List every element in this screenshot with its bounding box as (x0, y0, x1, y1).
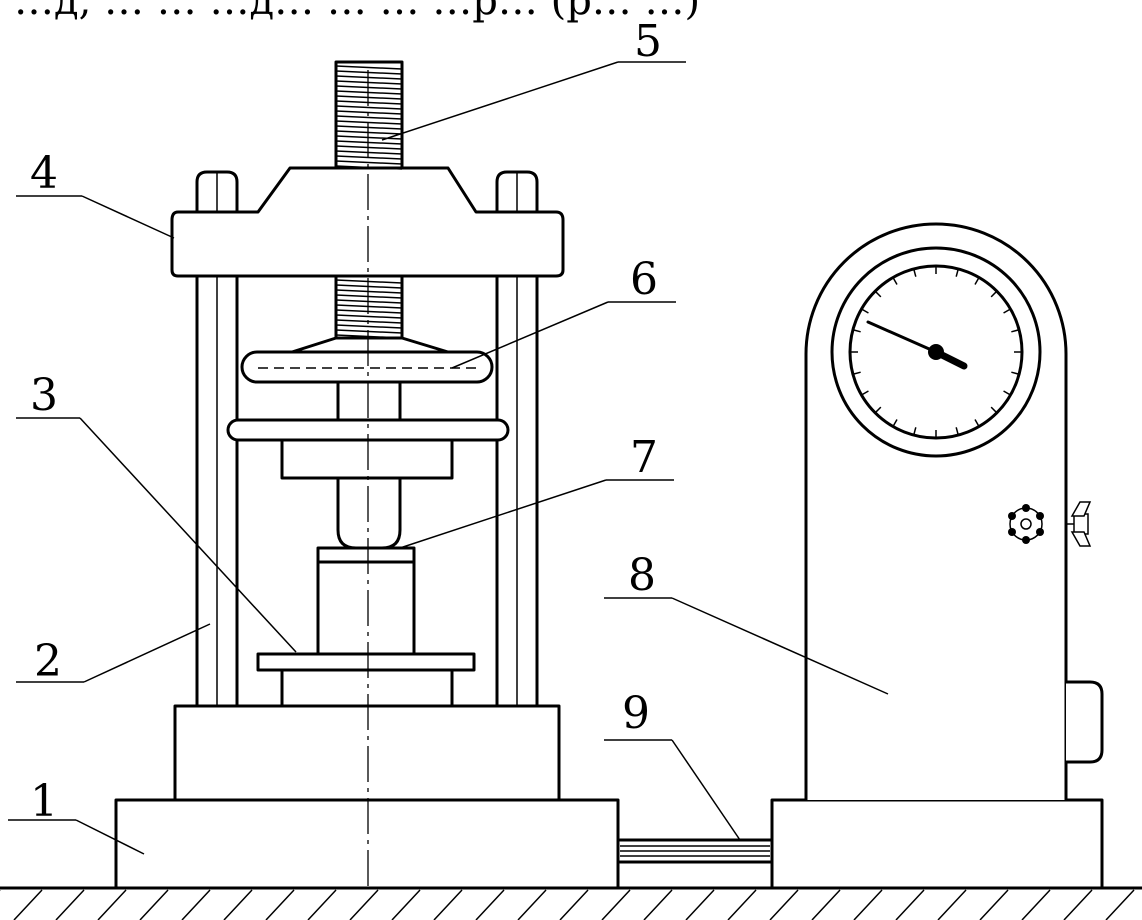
svg-text:9: 9 (622, 688, 650, 739)
callout-3: 3 (16, 370, 297, 653)
svg-text:6: 6 (630, 254, 658, 305)
callout-5: 5 (381, 16, 686, 141)
connecting-pipe (618, 838, 774, 864)
pressure-gauge (830, 246, 1042, 458)
press-spindle (336, 380, 402, 424)
press-plunger (336, 476, 402, 550)
callout-6: 6 (451, 254, 676, 369)
press-columns (195, 170, 539, 708)
press-crosshead (170, 166, 565, 278)
press-lower-block (173, 704, 561, 802)
floor (0, 886, 1142, 920)
callout-8: 8 (604, 550, 889, 695)
callout-2: 2 (16, 623, 211, 687)
valve-handle-icon (1066, 501, 1092, 547)
svg-text:3: 3 (30, 370, 58, 421)
svg-text:7: 7 (630, 432, 658, 483)
press-handwheel (240, 336, 494, 384)
callout-4: 4 (16, 148, 175, 239)
press-upper-platen (226, 418, 510, 480)
svg-text:2: 2 (34, 636, 62, 687)
callout-1: 1 (8, 776, 145, 855)
svg-text:4: 4 (30, 148, 58, 199)
press-base (114, 798, 620, 890)
svg-text:1: 1 (30, 776, 58, 827)
header-fragment-text: …д, … … …д… … … …р… (р… …) (14, 0, 700, 24)
press-table (256, 652, 476, 708)
callout-7: 7 (399, 432, 674, 549)
svg-text:8: 8 (628, 550, 656, 601)
press-specimen (316, 546, 416, 656)
valve-knob-icon (1008, 504, 1044, 544)
svg-text:5: 5 (634, 16, 662, 67)
callout-9: 9 (604, 688, 741, 841)
